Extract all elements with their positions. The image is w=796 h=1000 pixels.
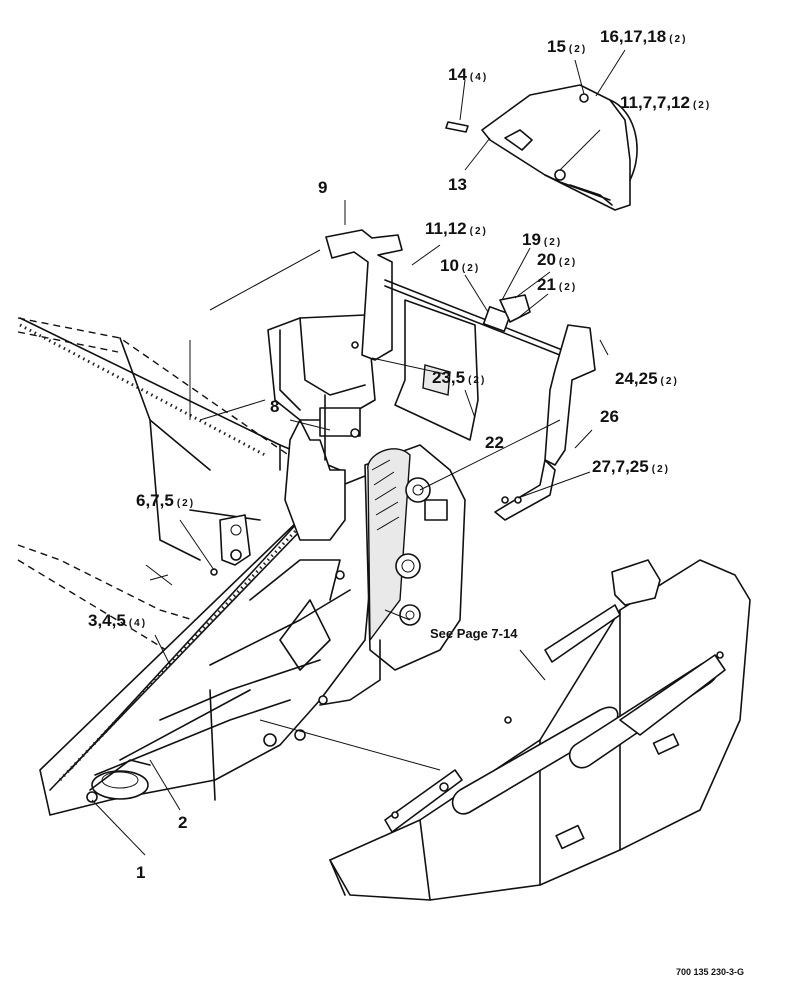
callout-8: 8 bbox=[270, 397, 279, 416]
callout-9: 9 bbox=[318, 178, 327, 197]
side-frame bbox=[39, 469, 381, 816]
mounting-bracket bbox=[267, 314, 376, 541]
connection-lines bbox=[259, 419, 561, 771]
callout-2: 2 bbox=[178, 813, 187, 832]
right-shield bbox=[329, 559, 751, 901]
callout-23-5: 23,5(2) bbox=[432, 368, 486, 387]
callout-19: 19(2) bbox=[522, 230, 562, 249]
leader-lines bbox=[91, 49, 626, 856]
callout-15: 15(2) bbox=[547, 37, 587, 56]
callout-13: 13 bbox=[448, 175, 467, 194]
part-13-cover bbox=[445, 84, 638, 211]
callout-11-12: 11,12(2) bbox=[425, 219, 488, 238]
callout-3-4-5: 3,4,5(4) bbox=[88, 611, 147, 630]
callout-22: 22 bbox=[485, 433, 504, 452]
latch-assembly bbox=[210, 514, 251, 576]
part-26-bracket bbox=[494, 324, 596, 521]
callout-16-17-18: 16,17,18(2) bbox=[600, 27, 687, 46]
part-22-shield bbox=[394, 299, 479, 441]
callout-6-7-5: 6,7,5(2) bbox=[136, 491, 195, 510]
callout-21: 21(2) bbox=[537, 275, 577, 294]
callout-10: 10(2) bbox=[440, 256, 480, 275]
gearbox bbox=[319, 444, 466, 706]
callout-27-7-25: 27,7,25(2) bbox=[592, 457, 670, 476]
callout-11-7-7-12: 11,7,7,12(2) bbox=[620, 93, 711, 112]
callout-14: 14(4) bbox=[448, 65, 488, 84]
callouts: 14(4) 15(2) 16,17,18(2) 11,7,7,12(2) 13 … bbox=[88, 27, 711, 882]
callout-26: 26 bbox=[600, 407, 619, 426]
drawing-code: 700 135 230-3-G bbox=[676, 967, 744, 977]
callout-1: 1 bbox=[136, 863, 145, 882]
callout-24-25: 24,25(2) bbox=[615, 369, 679, 388]
callout-20: 20(2) bbox=[537, 250, 577, 269]
part-9-bracket bbox=[189, 229, 403, 421]
see-page-note: See Page 7-14 bbox=[430, 626, 518, 641]
